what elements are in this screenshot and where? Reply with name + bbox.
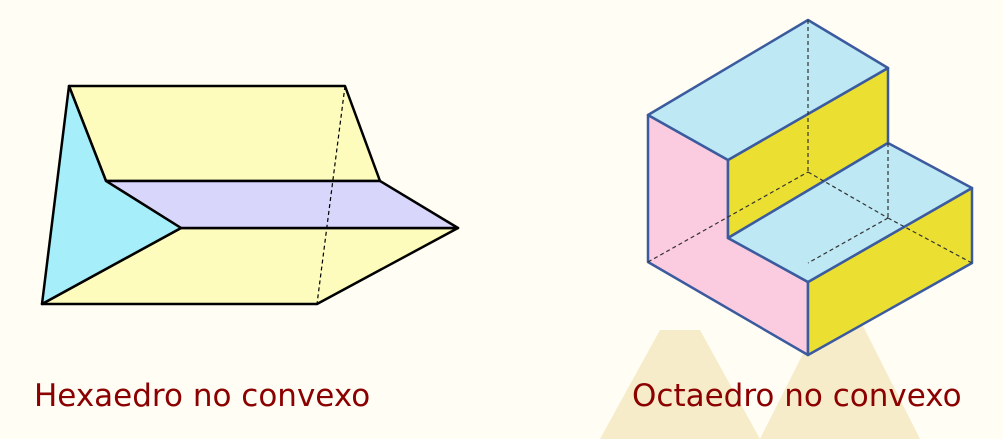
octahedron-caption: Octaedro no convexo — [632, 378, 962, 414]
hexahedron-caption: Hexaedro no convexo — [34, 378, 371, 414]
octahedron-figure — [646, 18, 974, 357]
hex-side-face — [40, 84, 183, 306]
oct-top-face — [646, 18, 890, 162]
hex-top-face — [67, 84, 382, 183]
hexahedron-figure — [40, 84, 460, 306]
oct-step-face — [726, 141, 974, 284]
oct-hidden-edges — [647, 20, 973, 264]
hex-hidden-edge — [316, 85, 346, 305]
watermark — [600, 320, 920, 439]
